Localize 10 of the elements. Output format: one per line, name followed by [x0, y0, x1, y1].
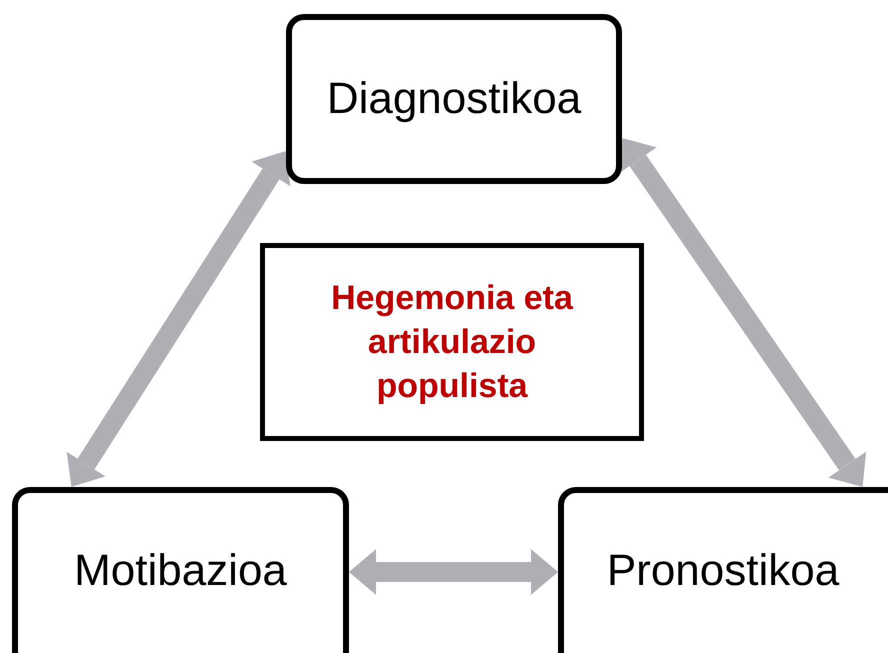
- node-label: Hegemonia eta artikulazio populista: [330, 278, 574, 408]
- central-box: [260, 243, 644, 441]
- double-arrow: [348, 549, 558, 595]
- double-arrow: [66, 151, 290, 487]
- node-label: Pronostikoa: [606, 545, 840, 597]
- node-label: Motibazioa: [74, 545, 287, 597]
- node-label: Diagnostikoa: [326, 73, 582, 125]
- concept-box: [286, 14, 622, 184]
- concept-box: [558, 487, 888, 653]
- concept-box: [12, 487, 349, 653]
